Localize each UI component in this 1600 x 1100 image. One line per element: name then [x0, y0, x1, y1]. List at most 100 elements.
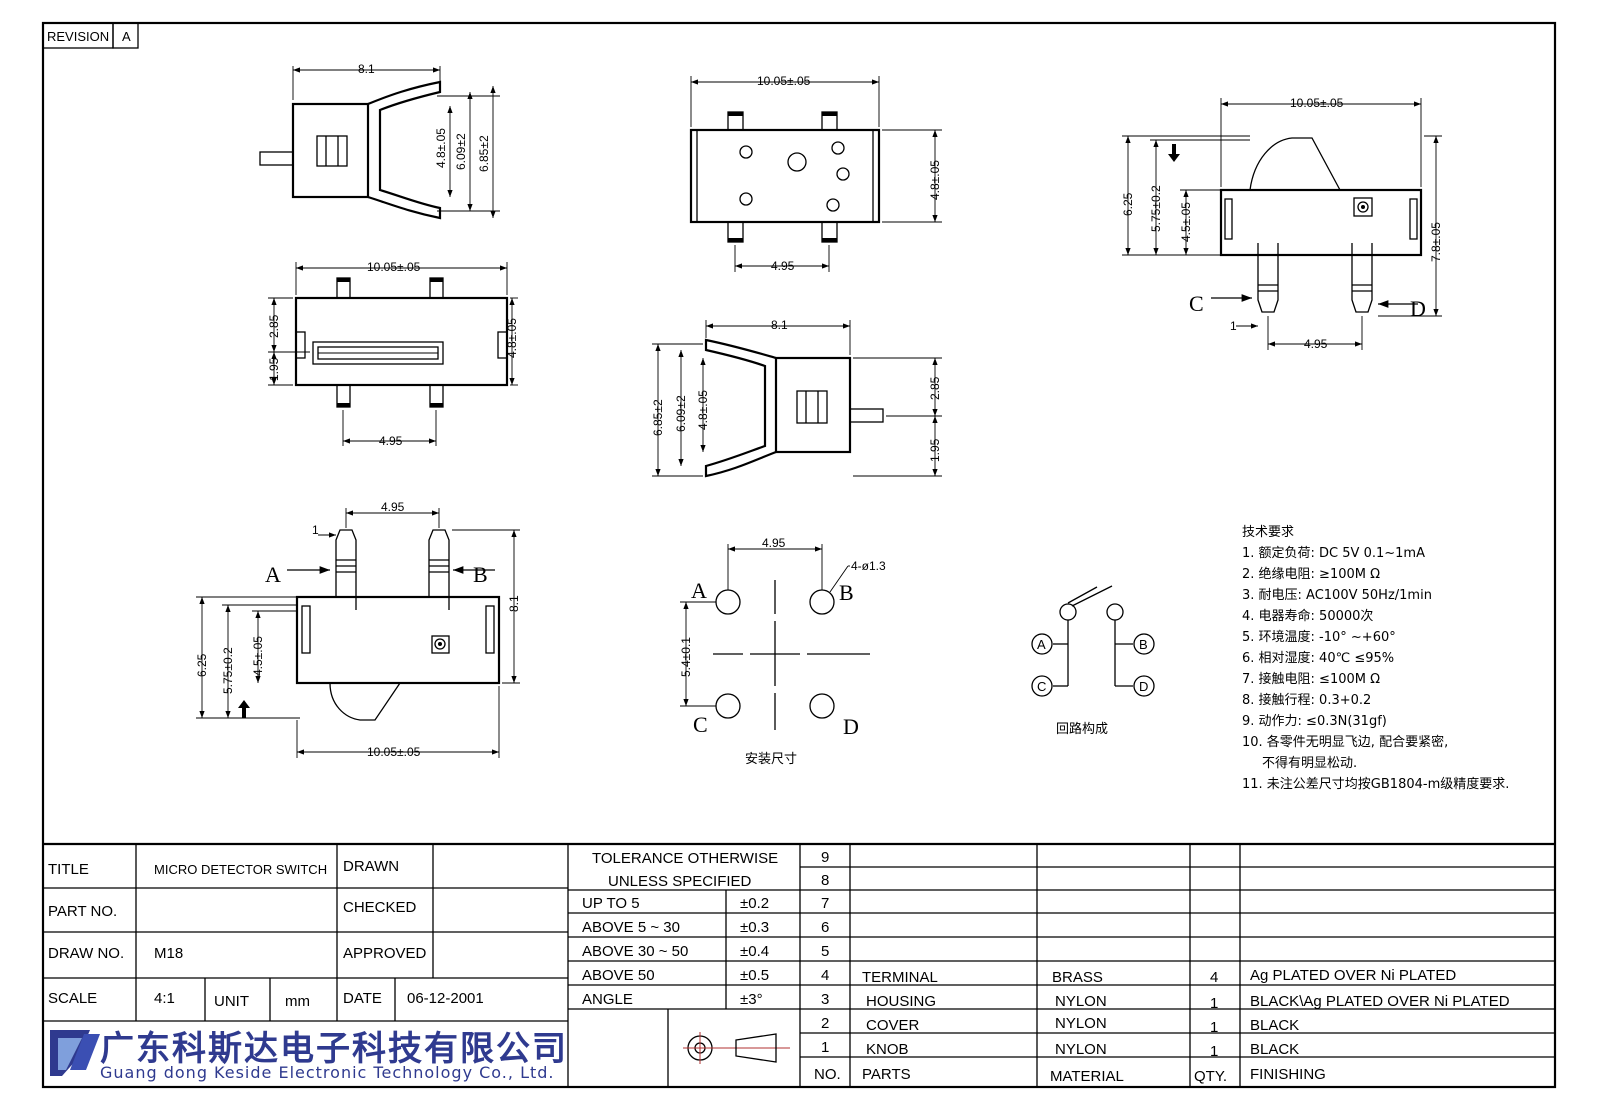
bom-row-number: 9: [821, 849, 829, 866]
bom-header-parts: PARTS: [862, 1066, 911, 1083]
part-no-label: PART NO.: [48, 903, 117, 920]
dim-front-left-top: 2.85: [267, 314, 281, 338]
tolerance-value: ±0.5: [740, 967, 769, 984]
view-front: 10.05±.05 2.85 1.95 4.8±.05 4.95: [267, 260, 519, 448]
dim-bl-d2: 5.75±0.2: [221, 647, 235, 694]
pcb-label-c: C: [693, 712, 708, 737]
notes-heading: 技术要求: [1242, 525, 1294, 540]
unit-value: mm: [285, 993, 310, 1010]
tolerance-heading-1: TOLERANCE OTHERWISE: [592, 850, 778, 867]
dim-front-right: 4.8±.05: [505, 318, 519, 358]
draw-no-label: DRAW NO.: [48, 945, 124, 962]
title-value: MICRO DETECTOR SWITCH: [154, 862, 327, 877]
dim-bl-pitch: 4.95: [381, 500, 405, 514]
note-1: 1. 额定负荷: DC 5V 0.1~1mA: [1242, 546, 1425, 561]
dim-bl-d1: 6.25: [195, 653, 209, 677]
bom-no: 1: [821, 1039, 829, 1056]
tolerance-range: ABOVE 5 ~ 30: [582, 919, 680, 936]
bom-qty: 4: [1210, 969, 1218, 986]
note-10: 10. 各零件无明显飞边, 配合要紧密,: [1242, 734, 1448, 750]
tech-notes: 技术要求 1. 额定负荷: DC 5V 0.1~1mA 2. 绝缘电阻: ≥10…: [1242, 525, 1509, 792]
bom-part: HOUSING: [866, 993, 936, 1010]
dim-br-pitch: 4.95: [1304, 337, 1328, 351]
bom-part: TERMINAL: [862, 969, 938, 986]
approved-label: APPROVED: [343, 945, 427, 962]
dim-pcb-pitch: 4.95: [762, 536, 786, 550]
dim-side-h2: 6.09±2: [674, 395, 688, 432]
tolerance-heading-2: UNLESS SPECIFIED: [608, 873, 752, 890]
bom-header-qty: QTY.: [1194, 1068, 1227, 1085]
scale-value: 4:1: [154, 990, 175, 1007]
circuit-label-b: B: [1139, 637, 1148, 652]
draw-no-value: M18: [154, 945, 183, 962]
note-10-cont: 不得有明显松动.: [1262, 755, 1357, 771]
bom-row-number: 6: [821, 919, 829, 936]
tolerance-range: UP TO 5: [582, 895, 640, 912]
bom-finishing: Ag PLATED OVER Ni PLATED: [1250, 967, 1456, 984]
bom-header-no: NO.: [814, 1066, 841, 1083]
dim-side-width: 8.1: [771, 318, 788, 332]
dim-front-left-bottom: 1.95: [267, 357, 281, 381]
note-3: 3. 耐电压: AC100V 50Hz/1min: [1242, 588, 1432, 603]
dim-bl-d3: 4.5±.05: [251, 636, 265, 676]
note-11: 11. 未注公差尺寸均按GB1804-m级精度要求.: [1242, 776, 1509, 792]
view-bottom-right: C D 10.05±.05 6.25 5.75±0.2 4.5±.05 7.8±…: [1121, 96, 1443, 351]
tolerance-range: ABOVE 50: [582, 967, 655, 984]
dim-top-width: 8.1: [358, 62, 375, 76]
view-back: 10.05±.05 4.8±.05 4.95: [689, 74, 942, 273]
bom-material: NYLON: [1055, 993, 1107, 1010]
label-terminal-b: B: [473, 562, 488, 587]
drawn-label: DRAWN: [343, 858, 399, 875]
note-9: 9. 动作力: ≤0.3N(31gf): [1242, 714, 1387, 729]
circuit-caption: 回路构成: [1056, 721, 1108, 737]
tolerance-range: ANGLE: [582, 991, 633, 1008]
dim-side-r1: 2.85: [928, 376, 942, 400]
dim-back-pitch: 4.95: [771, 259, 795, 273]
pcb-caption: 安装尺寸: [745, 752, 797, 767]
view-top: 8.1 4.8±.05 6.09±2 6.85±2: [259, 62, 500, 220]
dim-br-pin: 1: [1230, 319, 1237, 333]
revision-value: A: [122, 29, 131, 44]
unit-label: UNIT: [214, 993, 249, 1010]
sheet-border: [41, 21, 1557, 1089]
bom-no: 3: [821, 991, 829, 1008]
bom-material: BRASS: [1052, 969, 1103, 986]
pcb-label-a: A: [691, 578, 707, 603]
bom-qty: 1: [1210, 995, 1218, 1012]
title-block: TITLE MICRO DETECTOR SWITCH DRAWN PART N…: [43, 842, 1555, 1086]
scale-label: SCALE: [48, 990, 97, 1007]
view-side: 8.1 6.85±2 6.09±2 4.8±.05 2.85 1.95: [651, 318, 942, 478]
tolerance-value: ±3°: [740, 991, 763, 1008]
dim-side-h1: 6.85±2: [651, 399, 665, 436]
dim-top-h1: 4.8±.05: [434, 128, 448, 168]
tolerance-value: ±0.3: [740, 919, 769, 936]
date-label: DATE: [343, 990, 382, 1007]
tolerance-range: ABOVE 30 ~ 50: [582, 943, 688, 960]
dim-back-right: 4.8±.05: [928, 160, 942, 200]
dim-br-total: 7.8±.05: [1429, 222, 1443, 262]
company-name-en: Guang dong Keside Electronic Technology …: [100, 1063, 555, 1082]
note-6: 6. 相对湿度: 40℃ ≤95%: [1242, 650, 1394, 666]
tolerance-value: ±0.2: [740, 895, 769, 912]
bom-part: KNOB: [866, 1041, 909, 1058]
dim-br-d2: 5.75±0.2: [1149, 185, 1163, 232]
bom-finishing: BLACK: [1250, 1041, 1299, 1058]
bom-material: NYLON: [1055, 1041, 1107, 1058]
note-8: 8. 接触行程: 0.3+0.2: [1242, 692, 1371, 708]
circuit-label-a: A: [1037, 637, 1046, 652]
bom-qty: 1: [1210, 1043, 1218, 1060]
label-terminal-a: A: [265, 562, 281, 587]
bom-finishing: BLACK\Ag PLATED OVER Ni PLATED: [1250, 993, 1510, 1010]
view-bottom-left: A B 4.95 1 8.1 6.25 5.75±0.2 4.5±.05 10.…: [195, 500, 521, 759]
view-circuit: A C B D 回路构成: [1031, 585, 1155, 737]
bom-row-number: 8: [821, 872, 829, 889]
dim-top-h3: 6.85±2: [477, 135, 491, 172]
dim-pcb-hole: 4-ø1.3: [851, 559, 886, 573]
label-terminal-d: D: [1410, 296, 1426, 321]
title-label: TITLE: [48, 861, 89, 878]
label-terminal-c: C: [1189, 291, 1204, 316]
dim-bl-pin: 1: [312, 523, 319, 537]
bom-finishing: BLACK: [1250, 1017, 1299, 1034]
circuit-label-c: C: [1037, 679, 1046, 694]
